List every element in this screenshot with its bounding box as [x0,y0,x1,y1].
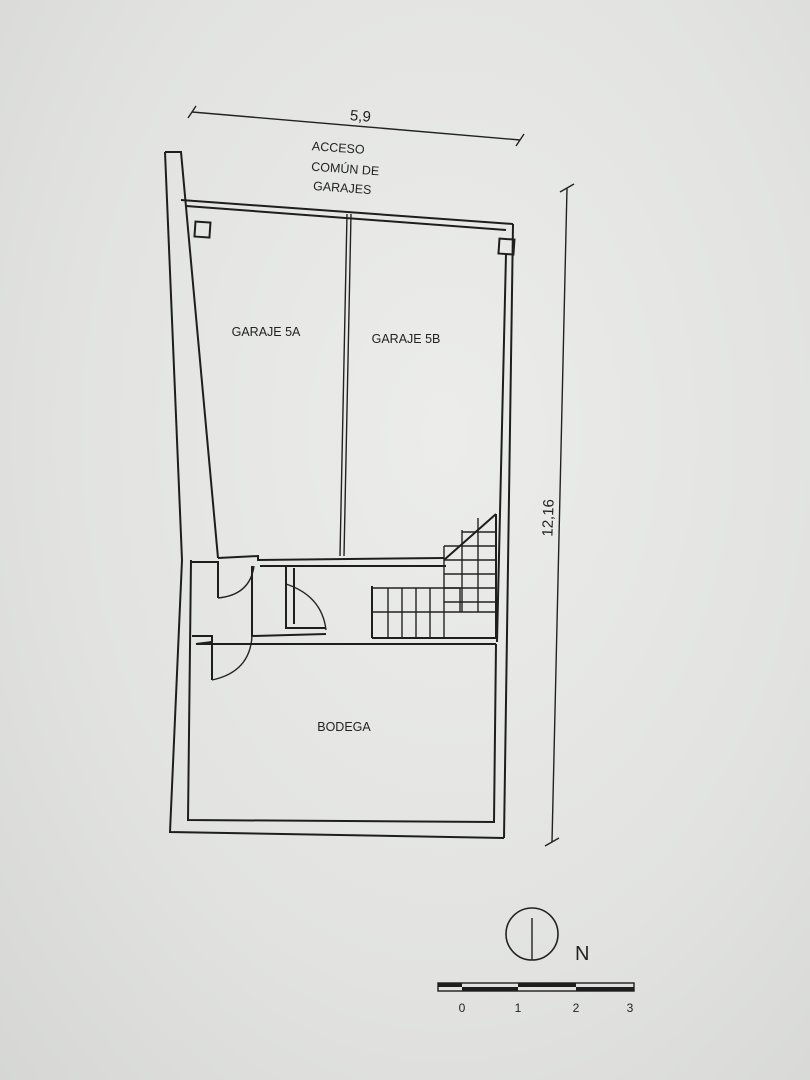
room-label-garaje-5a: GARAJE 5A [232,325,301,339]
access-label-line-3: GARAJES [313,179,372,197]
scale-bar: 0 1 2 3 [437,982,635,1015]
staircase [372,513,497,638]
width-dimension-label: 5,9 [349,107,371,126]
column-left [193,220,212,239]
scale-tick-label: 0 [459,1001,466,1015]
access-label-line-1: ACCESO [311,139,365,157]
scale-tick-label: 1 [515,1001,522,1015]
column-right [497,237,516,256]
scale-segment [462,987,518,991]
length-dimension: 12,16 [539,183,575,847]
garage-divider [339,213,352,557]
door-swings [211,565,327,681]
north-arrow: N [505,907,589,965]
room-label-garaje-5b: GARAJE 5B [372,332,441,346]
scale-tick-label: 3 [627,1001,634,1015]
hall-walls [192,514,497,680]
access-label-line-2: COMÚN DE [311,159,380,179]
scale-tick-label: 2 [573,1001,580,1015]
scale-segment [576,987,634,991]
room-label-bodega: BODEGA [317,720,371,734]
building-walls [164,151,514,839]
length-dimension-label: 12,16 [539,499,557,537]
width-dimension: 5,9 [187,105,525,147]
scale-segment [438,983,462,987]
north-label: N [575,943,589,965]
scale-segment [518,983,576,987]
access-label: ACCESO COMÚN DE GARAJES [311,139,380,197]
